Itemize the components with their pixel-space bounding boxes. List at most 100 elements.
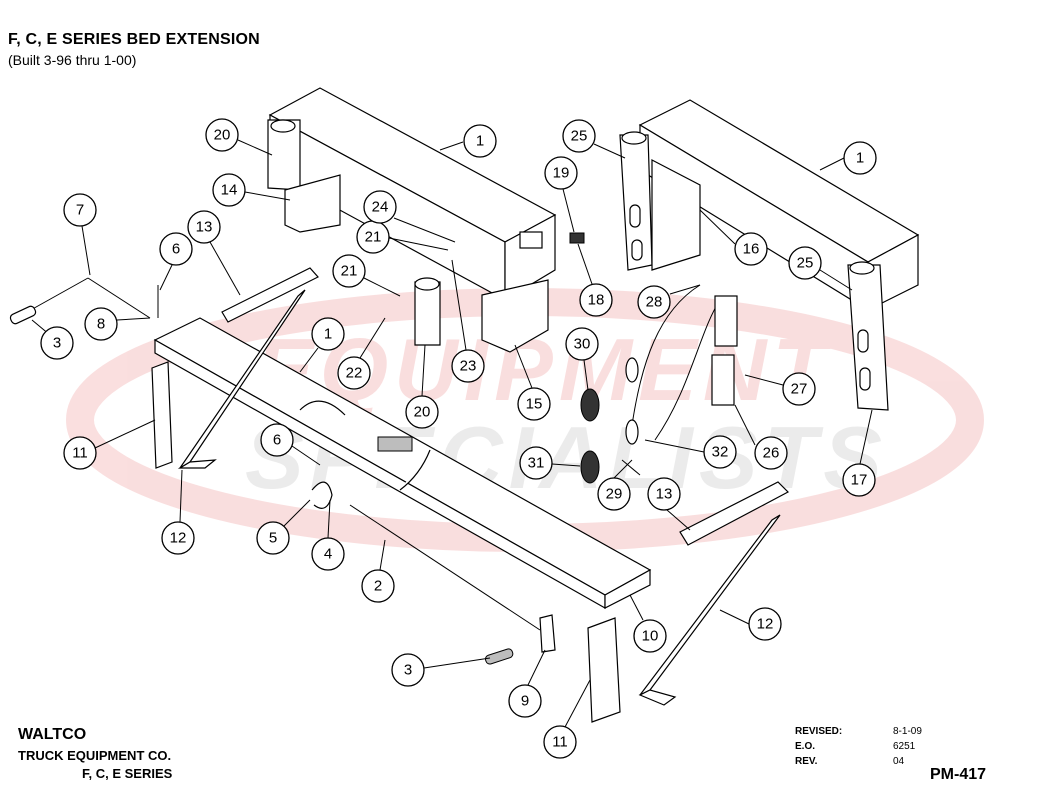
svg-text:2: 2 [374, 578, 382, 595]
callout-10[interactable]: 10 [629, 594, 667, 653]
svg-text:16: 16 [743, 241, 760, 258]
svg-text:11: 11 [552, 734, 568, 751]
callout-11-right[interactable]: 11 [543, 679, 591, 759]
callout-1-platform[interactable]: 1 [299, 317, 345, 373]
upper-left-hinge-top [270, 119, 296, 133]
upper-right-bracket-slot [519, 231, 543, 249]
page-subtitle: (Built 3-96 thru 1-00) [8, 52, 137, 68]
callout-21-lower[interactable]: 21 [332, 254, 401, 297]
svg-text:21: 21 [341, 263, 358, 280]
callout-8[interactable]: 8 [84, 307, 151, 341]
callout-25-left[interactable]: 25 [562, 119, 626, 159]
platform-end [604, 568, 651, 609]
center-hinge-top [414, 277, 440, 291]
callout-25-right[interactable]: 25 [788, 246, 853, 291]
svg-text:18: 18 [588, 292, 605, 309]
callout-14[interactable]: 14 [212, 173, 291, 207]
callout-5[interactable]: 5 [256, 499, 311, 555]
svg-text:5: 5 [269, 530, 277, 547]
callouts: 1 1 1 2 3 3 [31, 118, 877, 759]
callout-12-right[interactable]: 12 [719, 607, 782, 641]
svg-text:25: 25 [797, 255, 814, 272]
harness-wire [629, 284, 701, 441]
callout-20-upper[interactable]: 20 [205, 118, 273, 156]
svg-text:7: 7 [76, 202, 84, 219]
svg-text:8: 8 [97, 316, 105, 333]
callout-6-left[interactable]: 6 [159, 232, 193, 291]
svg-text:12: 12 [170, 530, 187, 547]
svg-text:12: 12 [757, 616, 774, 633]
callout-12-left[interactable]: 12 [161, 469, 195, 555]
latch-hook [311, 481, 333, 509]
left-latch-rod-2 [87, 277, 151, 319]
right-box-ladder [651, 159, 701, 271]
callout-22[interactable]: 22 [337, 317, 386, 390]
svg-text:20: 20 [214, 127, 231, 144]
callout-19[interactable]: 19 [544, 156, 578, 233]
callout-32[interactable]: 32 [644, 435, 737, 469]
callout-23[interactable]: 23 [451, 259, 485, 383]
harness-wire-2 [654, 299, 721, 441]
svg-text:24: 24 [372, 199, 389, 216]
callout-6-lower[interactable]: 6 [260, 423, 321, 466]
svg-text:27: 27 [791, 381, 808, 398]
callout-18[interactable]: 18 [577, 243, 613, 317]
rev-label: REV. [795, 756, 818, 767]
revision-block: REVISED: 8-1-09 E.O. 6251 REV. 04 [795, 724, 922, 769]
callout-2[interactable]: 2 [361, 539, 395, 603]
callout-1-upper[interactable]: 1 [439, 124, 497, 158]
eo-label: E.O. [795, 741, 816, 752]
callout-3-lower[interactable]: 3 [391, 653, 491, 687]
brand-name: WALTCO [18, 726, 87, 743]
svg-text:20: 20 [414, 404, 431, 421]
callout-26[interactable]: 26 [734, 404, 788, 470]
svg-text:28: 28 [646, 294, 663, 311]
svg-text:13: 13 [656, 486, 673, 503]
callout-24[interactable]: 24 [363, 190, 456, 243]
callout-21-upper[interactable]: 21 [356, 220, 449, 254]
callout-1-right[interactable]: 1 [819, 141, 877, 175]
svg-text:22: 22 [346, 365, 363, 382]
callout-15[interactable]: 15 [514, 344, 551, 421]
callout-16[interactable]: 16 [699, 209, 768, 266]
svg-text:32: 32 [712, 444, 729, 461]
rev-value: 04 [893, 756, 905, 767]
svg-text:10: 10 [642, 628, 659, 645]
callout-30[interactable]: 30 [565, 327, 599, 391]
svg-text:1: 1 [856, 150, 864, 167]
revised-row: REVISED: 8-1-09 [795, 724, 922, 739]
eo-value: 6251 [893, 741, 916, 752]
right-filler-plate [679, 481, 789, 546]
eo-row: E.O. 6251 [795, 739, 922, 754]
right-box-right-hinge-top [849, 261, 875, 275]
callout-13-right[interactable]: 13 [647, 477, 691, 531]
svg-text:29: 29 [606, 486, 623, 503]
revised-value: 8-1-09 [893, 726, 922, 737]
callout-28[interactable]: 28 [637, 284, 701, 319]
revised-label: REVISED: [795, 726, 843, 737]
right-box-right-slot-b [859, 367, 871, 391]
callout-4[interactable]: 4 [311, 499, 345, 571]
callout-20-center[interactable]: 20 [405, 344, 439, 429]
callout-7[interactable]: 7 [63, 193, 97, 276]
lower-rod-handle [484, 648, 514, 665]
callout-13-left[interactable]: 13 [187, 210, 241, 296]
left-filler-plate [221, 267, 319, 323]
callout-17[interactable]: 17 [842, 409, 876, 497]
svg-text:1: 1 [324, 326, 332, 343]
callout-31[interactable]: 31 [519, 446, 581, 480]
harness-connector [621, 459, 641, 476]
lamp-socket-lower [625, 419, 639, 445]
lower-rod-bracket [539, 614, 556, 653]
svg-text:17: 17 [851, 472, 868, 489]
svg-text:23: 23 [460, 358, 477, 375]
switch-19 [569, 232, 585, 244]
callout-11-left[interactable]: 11 [63, 419, 156, 470]
lower-latch-rod [349, 504, 541, 631]
callout-29[interactable]: 29 [597, 459, 633, 511]
callout-3-left[interactable]: 3 [31, 319, 74, 360]
callout-27[interactable]: 27 [744, 372, 816, 406]
callout-9[interactable]: 9 [508, 649, 546, 718]
platform-latch-pocket [377, 436, 413, 452]
left-post [151, 361, 173, 469]
